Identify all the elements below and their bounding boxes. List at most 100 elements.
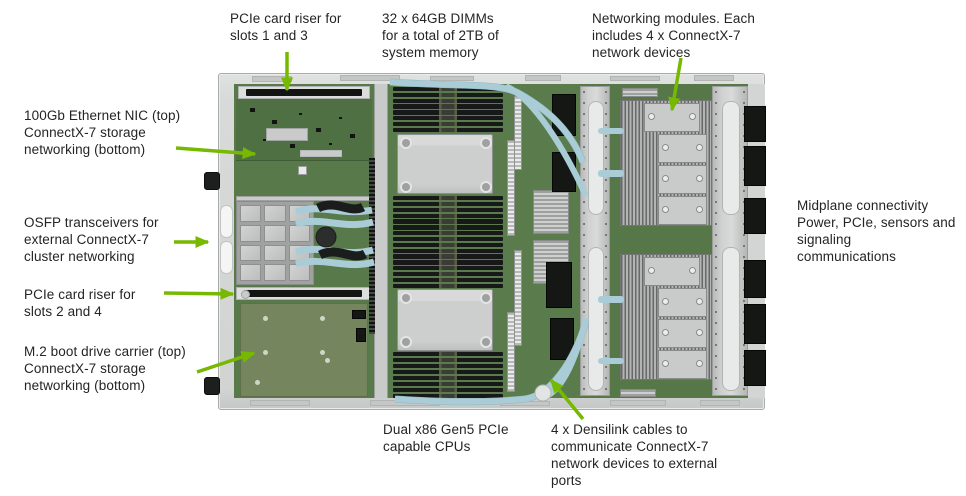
dimm	[393, 231, 503, 236]
label-midplane: Midplane connectivity Power, PCIe, senso…	[797, 198, 956, 264]
dimm	[393, 352, 503, 357]
networking-module-cluster-bottom	[620, 254, 712, 380]
label-m2: M.2 boot drive carrier (top) ConnectX-7 …	[24, 344, 186, 393]
nic-components	[250, 108, 255, 112]
nic-connector	[300, 150, 342, 157]
osfp-transceiver-slot	[240, 244, 262, 262]
label-cpus: Dual x86 Gen5 PCIe capable CPUs	[383, 422, 509, 454]
chassis-edge-detail	[430, 76, 474, 81]
label-pcie-riser-2-4: PCIe card riser for slots 2 and 4	[24, 287, 136, 319]
chassis-edge-detail	[250, 400, 310, 406]
osfp-transceiver-slot	[288, 264, 310, 281]
dimm-bank-bottom	[393, 352, 503, 398]
connectx7-network-module	[621, 255, 711, 286]
board-component	[356, 328, 366, 342]
dimm	[393, 98, 503, 103]
chassis-edge-detail	[370, 400, 440, 406]
dimm	[393, 369, 503, 375]
external-port-block	[744, 198, 766, 234]
external-port-block	[744, 350, 766, 386]
chassis-edge-detail	[610, 76, 660, 81]
osfp-transceiver-slot	[264, 224, 286, 242]
section-divider	[374, 84, 388, 398]
connectx7-network-module	[621, 286, 711, 317]
osfp-transceiver-slot	[240, 264, 262, 281]
dimm	[393, 92, 503, 98]
dimm-bank-middle	[393, 196, 503, 288]
osfp-transceiver-slot	[288, 244, 310, 262]
external-port-block	[744, 146, 766, 186]
dimm	[393, 248, 503, 253]
power-connector	[552, 152, 576, 192]
chassis-thumbscrew	[204, 172, 220, 190]
chassis-edge-detail	[252, 76, 292, 82]
densilink-stub	[598, 296, 624, 303]
chassis-thumbscrew	[204, 377, 220, 395]
label-densilink: 4 x Densilink cables to communicate Conn…	[551, 422, 718, 488]
connectx7-network-module	[621, 317, 711, 348]
dimm	[393, 219, 503, 224]
m2-screw-holes	[263, 316, 268, 321]
densilink-stub	[598, 128, 624, 134]
dimm	[393, 207, 503, 213]
osfp-transceiver-slot	[264, 244, 286, 262]
dimm	[393, 271, 503, 277]
chassis-edge-detail	[610, 400, 666, 406]
densilink-stub	[598, 170, 624, 177]
dimm	[393, 213, 503, 218]
dimm	[393, 375, 503, 381]
dimm	[393, 260, 503, 265]
cpu-heatsink-2	[397, 289, 493, 351]
label-pcie-riser-1-3: PCIe card riser for slots 1 and 3	[230, 11, 342, 43]
board-heatsink	[622, 88, 658, 97]
board-component	[352, 310, 366, 319]
dimm-bank-top	[393, 87, 503, 132]
chassis-edge-detail	[340, 75, 400, 81]
external-port-block	[744, 304, 766, 344]
osfp-transceiver-slot	[240, 205, 262, 222]
power-connector	[552, 94, 576, 136]
dimm	[393, 127, 503, 132]
external-port-block	[744, 106, 766, 142]
connectx7-network-module	[621, 101, 711, 132]
connectx7-network-module	[621, 348, 711, 379]
chassis-handle	[220, 241, 233, 274]
dimm	[393, 201, 503, 207]
chassis-edge-detail	[700, 400, 740, 406]
dimm	[393, 254, 503, 259]
dimm	[393, 110, 503, 115]
dimm	[393, 87, 503, 92]
dimm	[393, 357, 503, 363]
vertical-connector	[369, 158, 375, 334]
label-osfp: OSFP transceivers for external ConnectX-…	[24, 215, 159, 264]
vr-heatsink	[533, 190, 569, 234]
densilink-stub	[598, 358, 624, 364]
dimm	[393, 121, 503, 127]
networking-module-cluster-top	[620, 100, 712, 226]
pcie-slot	[244, 290, 362, 297]
retention-screw	[241, 290, 250, 299]
chassis-edge-detail	[694, 75, 734, 81]
board-heatsink	[620, 389, 656, 397]
chassis-edge-detail	[525, 75, 561, 81]
dimm	[393, 116, 503, 121]
osfp-transceiver-slot	[264, 205, 286, 222]
board-connector	[507, 312, 515, 392]
label-nic: 100Gb Ethernet NIC (top) ConnectX-7 stor…	[24, 108, 181, 157]
osfp-transceiver-slot	[240, 224, 262, 242]
osfp-transceiver-slot	[288, 224, 310, 242]
external-port-block	[744, 260, 766, 298]
board-connector	[514, 250, 522, 346]
board-chip	[298, 166, 307, 175]
cpu-heatsink-1	[397, 134, 493, 194]
label-dimms: 32 x 64GB DIMMs for a total of 2TB of sy…	[382, 11, 499, 60]
dimm	[393, 236, 503, 242]
power-connector	[550, 318, 574, 360]
dimm	[393, 381, 503, 387]
osfp-transceiver-cage	[236, 201, 314, 285]
connectx7-network-module	[621, 163, 711, 194]
dimm	[393, 387, 503, 393]
connectx7-network-module	[621, 194, 711, 225]
osfp-transceiver-slot	[264, 264, 286, 281]
